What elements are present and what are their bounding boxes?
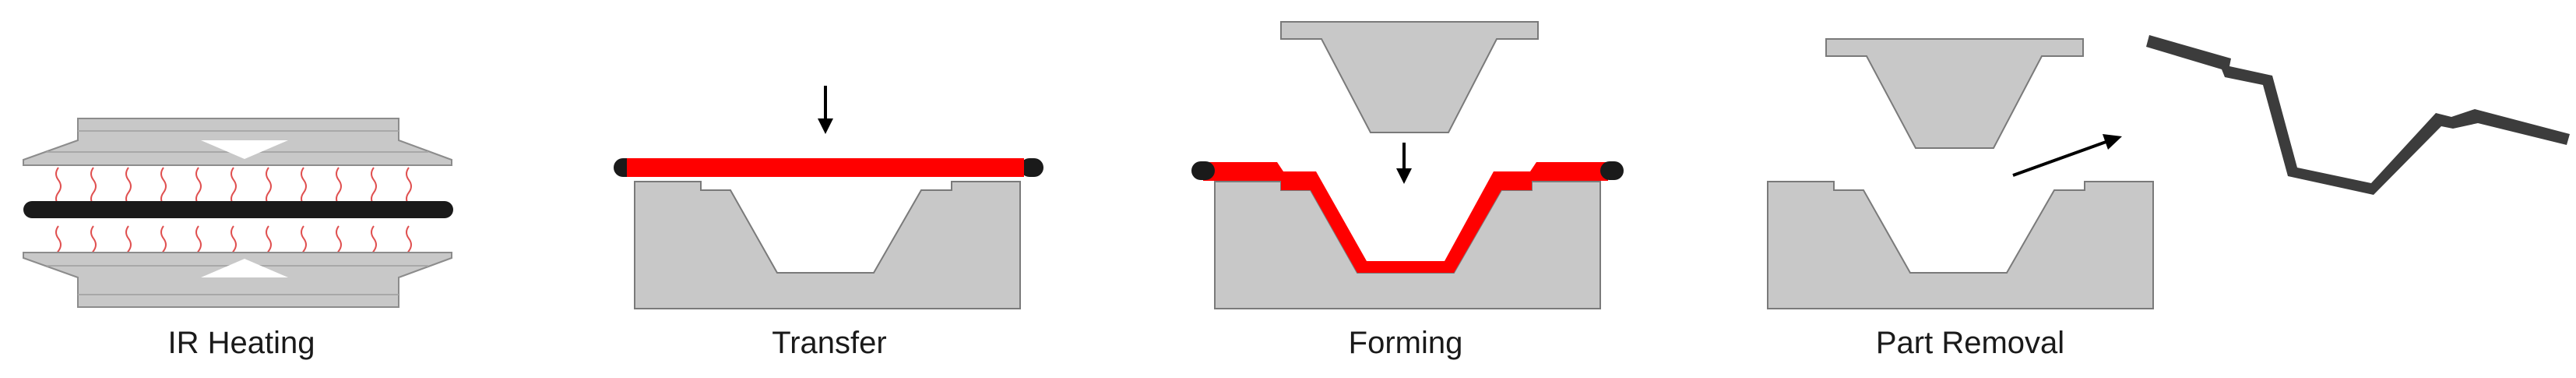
step-label-ir-heating: IR Heating [167,326,315,360]
part-removal-step [1767,35,2570,309]
formed-sheet-left-clamp [1191,161,1215,180]
lower-heater-notch [201,259,288,277]
transfer-step [614,86,1043,309]
female-mold [634,181,1021,309]
plastic-sheet-heated [627,158,1024,177]
formed-sheet-right-clamp [1600,161,1624,180]
step-label-forming: Forming [1348,326,1463,360]
upper-heat-waves [55,167,412,206]
forming-step [1191,21,1624,309]
removal-arrow-icon [2012,139,2111,177]
step-label-part-removal: Part Removal [1875,326,2065,360]
female-mold [1214,181,1601,309]
female-mold [1767,181,2154,309]
lower-ir-heater [23,252,452,308]
formed-part [2146,35,2570,195]
heated-sheet-right-clamp [1020,158,1043,177]
plug-assist [1280,21,1539,133]
plug-assist [1825,38,2084,149]
plastic-sheet-cold [23,201,453,218]
ir-heating-step [23,118,453,308]
step-label-transfer: Transfer [772,326,887,360]
upper-heater-notch [201,140,288,159]
plastic-sheet-formed [1203,162,1608,273]
